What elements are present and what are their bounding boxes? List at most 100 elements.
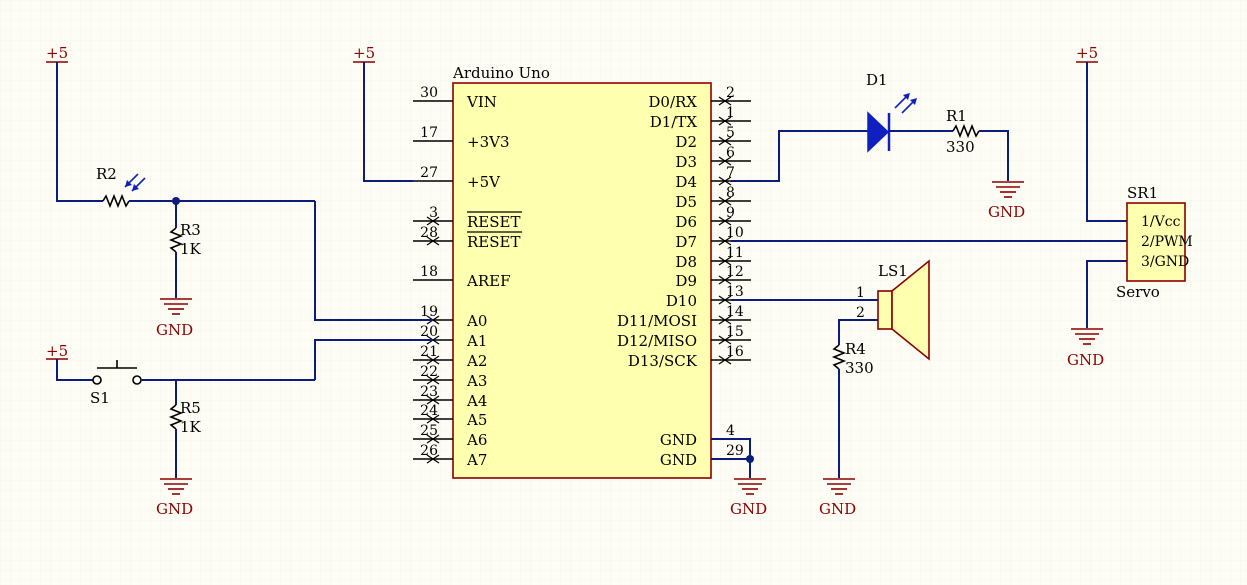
pin-io-marker (718, 196, 727, 206)
servo-pin-pwm: 2/PWM (1141, 234, 1193, 250)
arduino-pin-name: VIN (466, 93, 497, 111)
arduino-pin-name: A0 (466, 312, 487, 330)
arduino-pin-number: 9 (726, 205, 735, 221)
ls1-ref: LS1 (878, 262, 908, 280)
arduino-pin-number: 28 (420, 225, 438, 241)
r1-ref: R1 (946, 107, 967, 125)
arduino-pin-name: A1 (466, 332, 487, 350)
gnd-symbol (160, 298, 192, 315)
arduino-pin-name: D4 (675, 173, 697, 191)
junction-dot (746, 455, 754, 463)
switch-network: +5 S1 R5 1K GND (46, 339, 433, 518)
vcc-label-s1: +5 (46, 342, 68, 360)
ls1-pin2: 2 (856, 305, 865, 321)
wire-d4 (731, 130, 868, 182)
arduino-pin-number: 12 (726, 264, 744, 280)
arduino-pin-number: 14 (726, 304, 744, 320)
r5-value: 1K (180, 418, 202, 436)
arduino-pin-number: 17 (420, 125, 438, 141)
r4-resistor (831, 344, 847, 370)
gnd-symbol (823, 478, 855, 495)
arduino-pin-name: D1/TX (650, 113, 698, 131)
arduino-pin-number: 29 (726, 443, 744, 459)
pin-io-marker (718, 216, 727, 226)
arduino-pin-name: +3V3 (467, 133, 510, 151)
arduino-pin-name: GND (660, 431, 697, 449)
r5-ref: R5 (180, 399, 201, 417)
pin-io-marker (718, 355, 727, 365)
wire-a0 (314, 201, 433, 321)
arduino-body (452, 82, 712, 479)
wire-5v (363, 62, 413, 182)
gnd-label-servo: GND (1067, 351, 1104, 369)
gnd-label-r4: GND (819, 500, 856, 518)
r2-ref: R2 (96, 165, 117, 183)
pin-io-marker (718, 315, 727, 325)
pin-io-marker (718, 335, 727, 345)
pin-io-marker (431, 434, 440, 444)
r4-value: 330 (845, 359, 874, 377)
arduino-pin-name: AREF (466, 272, 510, 290)
light-arrows-icon (124, 173, 146, 192)
arduino-pin-name: A4 (466, 392, 487, 410)
arduino-pin-name: A6 (466, 431, 487, 449)
pin-io-marker (431, 216, 440, 226)
arduino-right-pins: 2D0/RX1D1/TX5D26D37D48D59D610D711D812D91… (617, 85, 751, 469)
pin-io-marker (431, 375, 440, 385)
arduino-pin-number: 4 (726, 423, 735, 439)
gnd-label-arduino: GND (730, 500, 767, 518)
arduino-pin-name: D10 (666, 292, 697, 310)
pin-io-marker (431, 236, 440, 246)
arduino-pin-name: D13/SCK (628, 352, 698, 370)
arduino-gnd: GND (711, 438, 767, 518)
arduino-pin-number: 30 (420, 85, 438, 101)
pin-io-marker (718, 136, 727, 146)
wire-a1 (314, 339, 433, 380)
arduino-pin-number: 13 (726, 284, 744, 300)
gnd-symbol (160, 478, 192, 495)
arduino-pin-number: 6 (726, 145, 735, 161)
arduino-pin-name: D0/RX (648, 93, 697, 111)
pin-io-marker (718, 295, 727, 305)
arduino-pin-number: 27 (420, 165, 438, 181)
arduino-pin-number: 15 (726, 324, 744, 340)
gnd-symbol (1071, 328, 1103, 345)
arduino-pin-number: 16 (726, 344, 744, 360)
r4-ref: R4 (845, 340, 866, 358)
arduino-pin-number: 18 (420, 264, 438, 280)
r1-value: 330 (946, 138, 975, 156)
d1-ref: D1 (866, 71, 888, 89)
pin-io-marker (431, 355, 440, 365)
gnd-label-r3: GND (156, 321, 193, 339)
arduino-pin-name: D7 (675, 233, 697, 251)
arduino-pin-name: D11/MOSI (617, 312, 697, 330)
sr1-ref: SR1 (1127, 184, 1158, 202)
arduino-pin-name: RESET (467, 213, 520, 231)
gnd-symbol (992, 181, 1024, 198)
arduino-pin-number: 20 (420, 324, 438, 340)
vcc-label-servo: +5 (1076, 44, 1098, 62)
pin-io-marker (718, 275, 727, 285)
servo-pin-gnd: 3/GND (1141, 254, 1189, 270)
r2-resistor (102, 193, 130, 209)
r5-resistor (168, 404, 184, 430)
arduino-pin-name: A2 (466, 352, 487, 370)
led-network: D1 R1 330 GND (731, 71, 1025, 221)
pin-io-marker (431, 414, 440, 424)
arduino-pin-number: 23 (420, 384, 438, 400)
pin-io-marker (718, 116, 727, 126)
vcc-label-r2: +5 (46, 44, 68, 62)
pin-io-marker (718, 156, 727, 166)
arduino-pin-name: D12/MISO (617, 332, 697, 350)
arduino-pin-number: 8 (726, 185, 735, 201)
speaker-network: LS1 1 2 R4 330 GND (731, 259, 930, 518)
servo-pin-vcc: 1/Vcc (1141, 214, 1181, 230)
gnd-label-r1: GND (988, 203, 1025, 221)
arduino-pin-number: 21 (420, 344, 438, 360)
arduino-pin-number: 26 (420, 443, 438, 459)
arduino-pin-number: 10 (726, 225, 744, 241)
servo-network: +5 GND SR1 1/Vcc 2/PWM 3/GND Servo (731, 44, 1193, 369)
arduino-pin-name: +5V (467, 173, 501, 191)
vcc-label: +5 (353, 44, 375, 62)
